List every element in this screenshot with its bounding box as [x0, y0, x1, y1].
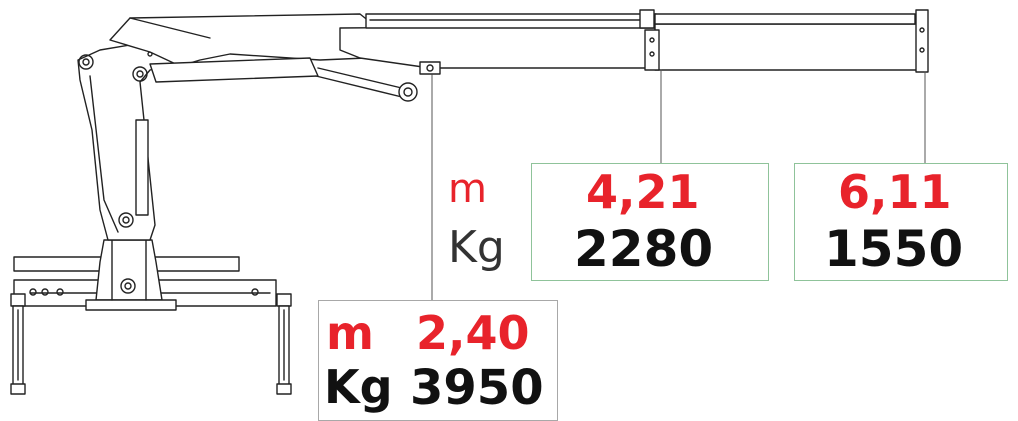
boom-cylinder	[149, 57, 418, 102]
distance-unit-label-box1: m	[326, 306, 374, 360]
weight-unit-label: Kg	[448, 222, 505, 273]
right-outrigger-leg	[276, 293, 292, 395]
load-box-2	[531, 163, 769, 281]
load-weight-1: 3950	[410, 360, 544, 416]
load-box-1	[318, 300, 558, 421]
load-point-lines	[431, 69, 926, 301]
distance-unit-label: m	[448, 166, 487, 212]
crane-base	[85, 239, 177, 311]
left-outrigger-leg	[10, 293, 26, 395]
load-distance-3: 6,11	[838, 165, 952, 219]
weight-unit-label-box1: Kg	[324, 360, 393, 414]
telescopic-boom	[339, 9, 929, 75]
load-distance-1: 2,40	[416, 306, 530, 360]
main-boom	[109, 13, 371, 67]
load-weight-2: 2280	[574, 220, 714, 278]
load-distance-2: 4,21	[586, 165, 700, 219]
load-box-3	[794, 163, 1008, 281]
load-weight-3: 1550	[824, 220, 964, 278]
